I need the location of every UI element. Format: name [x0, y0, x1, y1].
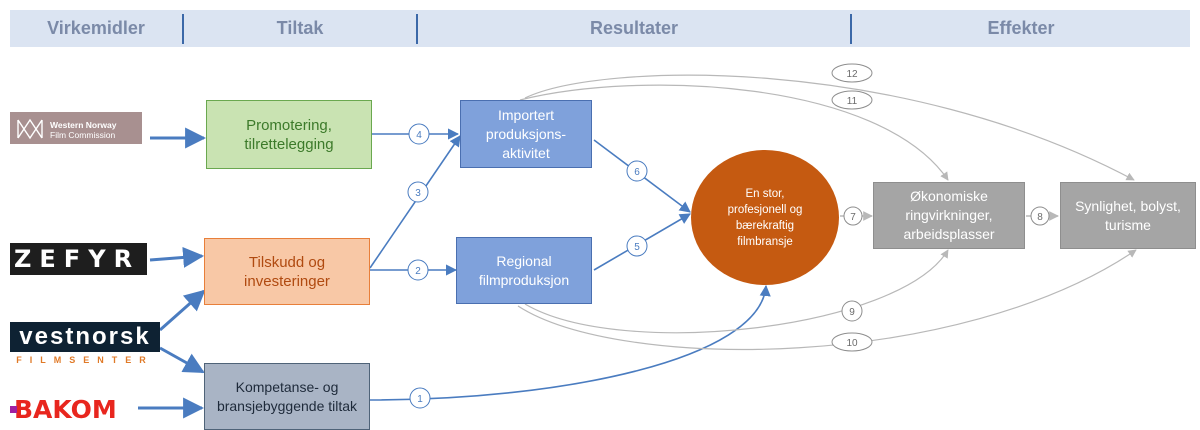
- zefyr-logo: ZEFYR: [10, 243, 147, 275]
- edge-12: [524, 74, 1135, 181]
- bakom-dot-icon: [10, 406, 17, 413]
- edge-10: [517, 249, 1137, 351]
- edge-label-4: 4: [408, 123, 430, 145]
- svg-text:2: 2: [415, 266, 421, 277]
- svg-text:9: 9: [849, 307, 855, 318]
- edge-label-6: 6: [626, 160, 648, 182]
- header-virkemidler: Virkemidler: [47, 18, 145, 38]
- header-resultater: Resultater: [589, 18, 679, 38]
- header-effekter: Effekter: [987, 18, 1055, 38]
- box-promotering: Promotering, tilrettelegging: [206, 100, 372, 169]
- header-separator: [416, 14, 418, 44]
- edge-1: [369, 284, 771, 401]
- svg-text:3: 3: [415, 188, 421, 199]
- edge-label-11: 11: [831, 90, 873, 110]
- edge-9: [524, 249, 949, 334]
- svg-text:7: 7: [850, 212, 856, 223]
- box-regional: Regional filmproduksjon: [456, 237, 592, 304]
- edge-label-7: 7: [843, 206, 863, 226]
- svg-text:12: 12: [846, 69, 858, 80]
- svg-text:10: 10: [846, 338, 858, 349]
- edge-label-1: 1: [409, 387, 431, 409]
- edge-label-5: 5: [626, 235, 648, 257]
- svg-text:4: 4: [416, 130, 422, 141]
- box-okonomiske: Økonomiske ringvirkninger, arbeidsplasse…: [873, 182, 1025, 249]
- edge-label-8: 8: [1030, 206, 1050, 226]
- svg-text:5: 5: [634, 242, 640, 253]
- edge-label-12: 12: [831, 63, 873, 83]
- central-outcome-label: En stor, profesjonell og bærekraftig fil…: [727, 187, 803, 248]
- vestnorsk-filmsenter-logo: vestnorsk FILMSENTER: [10, 322, 160, 370]
- edge-label-2: 2: [407, 259, 429, 281]
- wnfc-logo-line2: Film Commission: [50, 130, 116, 140]
- header-separator: [182, 14, 184, 44]
- svg-text:6: 6: [634, 167, 640, 178]
- box-kompetanse: Kompetanse- og bransjebyggende tiltak: [204, 363, 370, 430]
- arrow-vestnorsk-tilskudd: [159, 289, 206, 332]
- edge-label-10: 10: [831, 332, 873, 352]
- bakom-logo-text: BAKOM: [14, 395, 117, 424]
- edge-label-3: 3: [407, 181, 429, 203]
- wnfc-mark-icon: [17, 118, 43, 140]
- svg-text:8: 8: [1037, 212, 1043, 223]
- edge-label-9: 9: [841, 300, 863, 322]
- arrow-zefyr-tilskudd: [149, 246, 205, 268]
- wnfc-logo-line1: Western Norway: [50, 120, 117, 130]
- central-outcome-circle: En stor, profesjonell og bærekraftig fil…: [691, 150, 839, 285]
- box-synlighet: Synlighet, bolyst, turisme: [1060, 182, 1196, 249]
- svg-text:1: 1: [417, 394, 423, 405]
- box-tilskudd: Tilskudd og investeringer: [204, 238, 370, 305]
- header-band: Virkemidler Tiltak Resultater Effekter: [10, 10, 1190, 47]
- svg-text:11: 11: [847, 96, 858, 107]
- bakom-logo: BAKOM: [10, 396, 132, 424]
- header-tiltak: Tiltak: [276, 18, 324, 38]
- box-importert: Importert produksjons-aktivitet: [460, 100, 592, 168]
- vestnorsk-logo-line2: FILMSENTER: [16, 355, 154, 365]
- western-norway-film-commission-logo: Western Norway Film Commission: [10, 112, 142, 144]
- edge-11: [519, 84, 949, 181]
- vestnorsk-logo-line1: vestnorsk: [10, 322, 160, 352]
- arrow-vestnorsk-kompetanse: [159, 346, 205, 374]
- header-separator: [850, 14, 852, 44]
